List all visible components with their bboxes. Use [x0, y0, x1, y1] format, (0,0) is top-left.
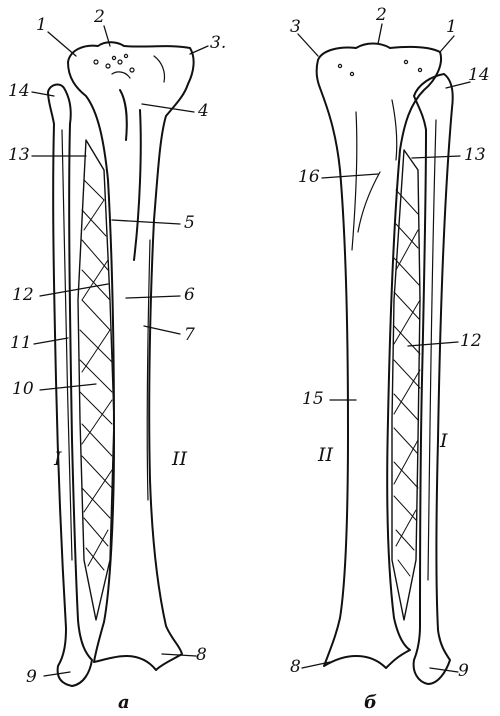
tibia-a-outline	[67, 41, 195, 671]
label-a-5: 5	[184, 213, 195, 233]
fibula-a-outline	[47, 83, 93, 687]
membrane-b	[391, 149, 421, 621]
label-a-4: 4	[198, 101, 209, 121]
label-b-8: 8	[290, 657, 301, 677]
caption-b: б	[364, 692, 377, 713]
label-a-bone-II: II	[172, 448, 188, 470]
label-a-2: 2	[94, 7, 105, 27]
label-a-9: 9	[26, 667, 37, 687]
tibia-b-outline	[315, 42, 442, 669]
label-b-12: 12	[460, 331, 482, 351]
label-b-14: 14	[468, 65, 490, 85]
label-b-16: 16	[298, 167, 320, 187]
label-a-14: 14	[8, 81, 30, 101]
label-a-13: 13	[8, 145, 30, 165]
fibula-b-outline	[412, 73, 454, 685]
label-b-15: 15	[302, 389, 324, 409]
label-b-bone-I: I	[440, 430, 448, 452]
label-a-7: 7	[184, 325, 195, 345]
figure-b-drawing	[315, 42, 454, 685]
label-b-2: 2	[376, 5, 387, 25]
membrane-a	[77, 139, 115, 621]
label-a-12: 12	[12, 285, 34, 305]
label-a-6: 6	[184, 285, 195, 305]
label-b-9: 9	[458, 661, 469, 681]
label-b-1: 1	[446, 17, 457, 37]
caption-a: а	[118, 692, 130, 713]
label-a-1: 1	[36, 15, 47, 35]
figure-a-drawing	[47, 41, 195, 687]
label-a-8: 8	[196, 645, 207, 665]
label-a-3: 3.	[210, 33, 227, 53]
label-a-11: 11	[10, 333, 32, 353]
label-a-bone-I: I	[54, 448, 62, 470]
label-a-10: 10	[12, 379, 34, 399]
label-b-3: 3	[290, 17, 301, 37]
label-b-bone-II: II	[318, 444, 334, 466]
label-b-13: 13	[464, 145, 486, 165]
